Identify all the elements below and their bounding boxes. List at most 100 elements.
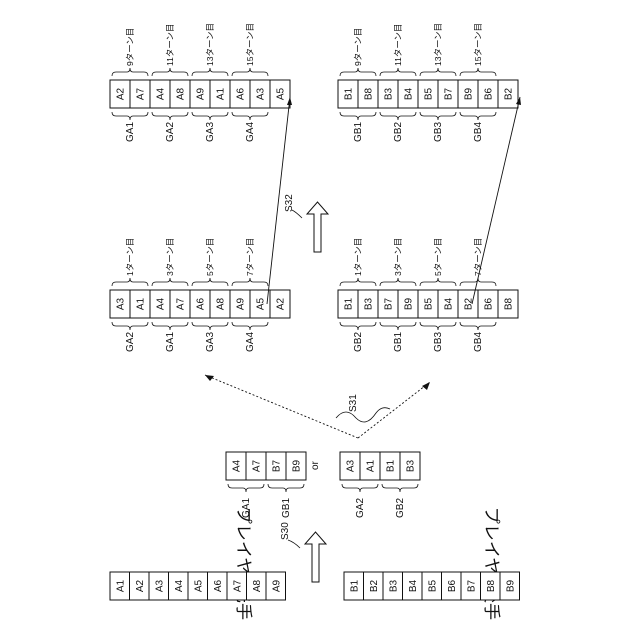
middle-b-card: B1	[338, 290, 358, 318]
middle-stack-a: A3A1A4A7A6A8A9A5A2GA21ターン目GA13ターン目GA35ター…	[110, 238, 290, 352]
s31-label-text: S31	[348, 394, 359, 412]
final-b-card-label: B5	[424, 87, 435, 100]
final-a-card-label: A7	[136, 87, 147, 100]
final-a-card: A7	[130, 80, 150, 108]
initial-upper-card-label: B9	[292, 459, 303, 472]
middle-stack-b: B1B3B7B9B5B4B2B6B8GB21ターン目GB13ターン目GB35ター…	[338, 238, 518, 352]
final-a-card-label: A5	[276, 87, 287, 100]
player-a-card-label: A7	[232, 579, 243, 592]
final-b-turn-label: 15ターン目	[473, 23, 483, 66]
player-b-card: B3	[383, 572, 403, 600]
final-b-card-label: B4	[404, 87, 415, 100]
final-b-card-label: B6	[484, 87, 495, 100]
player-b-card: B2	[364, 572, 384, 600]
middle-a-card-label: A2	[276, 297, 287, 310]
initial-lower-group-label: GB2	[395, 498, 406, 518]
initial-upper-card-label: B7	[272, 459, 283, 472]
player-a-card: A8	[247, 572, 267, 600]
final-b-group-label: GB4	[473, 122, 484, 142]
final-b-turn-label: 11ターン目	[393, 24, 403, 66]
middle-a-card: A2	[270, 290, 290, 318]
final-a-card: A8	[170, 80, 190, 108]
final-a-card-label: A3	[256, 87, 267, 100]
player-b-card-label: B6	[447, 579, 458, 592]
player-b-card-label: B2	[369, 579, 380, 592]
middle-a-card-label: A8	[216, 297, 227, 310]
middle-a-card-label: A4	[156, 297, 167, 310]
middle-a-card-label: A5	[256, 297, 267, 310]
initial-upper-card: A7	[246, 452, 266, 480]
player-a-card: A5	[188, 572, 208, 600]
final-b-card: B2	[498, 80, 518, 108]
player-a-card-label: A1	[115, 579, 126, 592]
player-b-card: B6	[442, 572, 462, 600]
player-b-cards: B1 B2 B3 B4B5 B6 B7 B8B9	[344, 572, 520, 600]
middle-a-card-label: A3	[116, 297, 127, 310]
middle-b-card-label: B8	[504, 297, 515, 310]
player-b-card: B9	[500, 572, 520, 600]
player-b-title-text: プレイヤB後手	[481, 507, 501, 620]
player-a-card: A7	[227, 572, 247, 600]
middle-a-group-label: GA1	[165, 332, 176, 352]
player-b-card: B5	[422, 572, 442, 600]
final-a-card-label: A1	[216, 87, 227, 100]
player-b-card-label: B3	[388, 579, 399, 592]
middle-a-turn-label: 7ターン目	[245, 238, 255, 276]
final-a-card-label: A6	[236, 87, 247, 100]
middle-b-group-label: GB4	[473, 332, 484, 352]
middle-b-turn-label: 3ターン目	[393, 238, 403, 276]
player-b-card-label: B7	[466, 579, 477, 592]
initial-lower-card: B1	[380, 452, 400, 480]
middle-b-turn-label: 1ターン目	[353, 238, 363, 276]
final-stack-b: B1B8B3B4B5B7B9B6B2GB19ターン目GB211ターン目GB313…	[338, 23, 518, 142]
player-a-card-label: A6	[213, 579, 224, 592]
initial-lower-card-label: B3	[406, 459, 417, 472]
final-stack-a: A2A7A4A8A9A1A6A3A5GA19ターン目GA211ターン目GA313…	[110, 23, 290, 142]
middle-b-group-label: GB1	[393, 332, 404, 352]
final-b-card-label: B3	[384, 87, 395, 100]
final-b-card-label: B8	[364, 87, 375, 100]
middle-b-card: B3	[358, 290, 378, 318]
final-a-card-label: A4	[156, 87, 167, 100]
s31-label: S31	[348, 394, 359, 412]
middle-a-turn-label: 3ターン目	[165, 238, 175, 276]
middle-b-group-label: GB2	[353, 332, 364, 352]
final-b-card-label: B7	[444, 87, 455, 100]
player-b-card: B4	[403, 572, 423, 600]
player-a-card: A9	[266, 572, 286, 600]
initial-upper-group-label: GB1	[281, 498, 292, 518]
player-a-card: A2	[130, 572, 150, 600]
player-a-card-label: A2	[135, 579, 146, 592]
player-b-card-label: B8	[486, 579, 497, 592]
final-b-group-label: GB1	[353, 122, 364, 142]
player-b-card-label: B1	[349, 579, 360, 592]
middle-b-card: B5	[418, 290, 438, 318]
or-label: or	[310, 460, 321, 470]
s30-label-text: S30	[280, 522, 291, 540]
final-b-card: B8	[358, 80, 378, 108]
initial-upper-card: A4	[226, 452, 246, 480]
player-a-card: A1	[110, 572, 130, 600]
final-b-card: B4	[398, 80, 418, 108]
final-a-card-label: A2	[116, 87, 127, 100]
middle-b-card: B7	[378, 290, 398, 318]
final-b-turn-label: 9ターン目	[353, 28, 363, 66]
middle-b-card-label: B7	[384, 297, 395, 310]
final-a-group-label: GA1	[125, 122, 136, 142]
middle-a-card: A6	[190, 290, 210, 318]
initial-upper-card: B9	[286, 452, 306, 480]
final-b-card: B6	[478, 80, 498, 108]
final-b-card: B7	[438, 80, 458, 108]
final-b-card: B3	[378, 80, 398, 108]
final-b-card: B5	[418, 80, 438, 108]
final-a-card: A2	[110, 80, 130, 108]
middle-a-card: A8	[210, 290, 230, 318]
final-a-group-label: GA2	[165, 122, 176, 142]
initial-lower-card-label: A1	[366, 459, 377, 472]
final-a-card: A3	[250, 80, 270, 108]
middle-a-card-label: A1	[136, 297, 147, 310]
initial-upper-group-label: GA1	[241, 498, 252, 518]
player-a-card-label: A4	[174, 579, 185, 592]
initial-lower-card: A3	[340, 452, 360, 480]
